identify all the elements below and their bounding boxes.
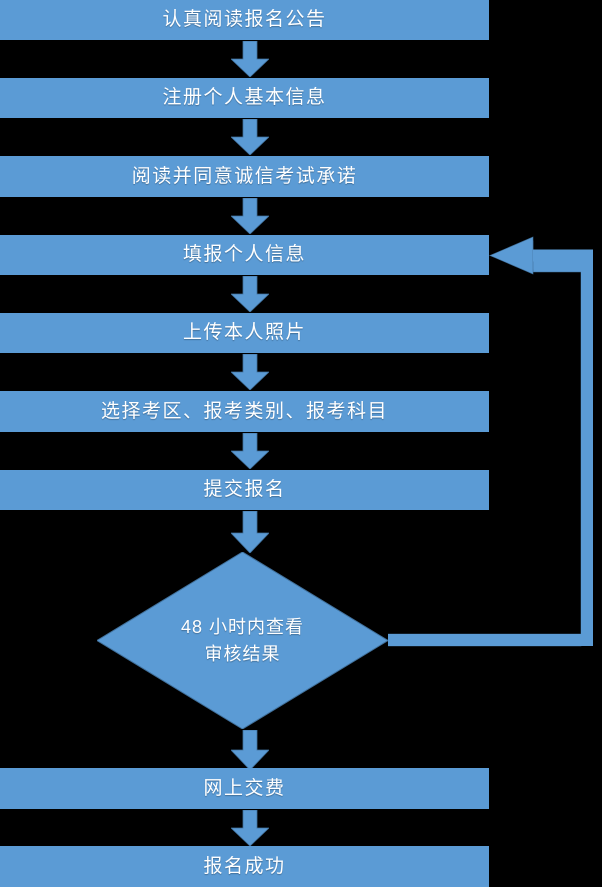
connector-c3-arrow-down-icon [231, 198, 269, 234]
connector-loop-elbow-arrow-left-icon [388, 236, 602, 651]
connector-c8-arrow-down-icon [231, 730, 269, 770]
node-register-basic-info[interactable]: 注册个人基本信息 [0, 78, 489, 118]
node-label: 报名成功 [203, 855, 286, 877]
node-label: 阅读并同意诚信考试承诺 [131, 165, 358, 187]
node-online-payment[interactable]: 网上交费 [0, 768, 489, 809]
connector-c9-arrow-down-icon [231, 810, 269, 846]
node-agree-integrity[interactable]: 阅读并同意诚信考试承诺 [0, 156, 489, 197]
connector-c2-arrow-down-icon [231, 119, 269, 155]
connector-c5-arrow-down-icon [231, 354, 269, 390]
connector-c1-arrow-down-icon [231, 41, 269, 77]
node-fill-personal-info[interactable]: 填报个人信息 [0, 235, 489, 275]
node-label: 选择考区、报考类别、报考科目 [100, 400, 388, 422]
connector-c6-arrow-down-icon [231, 433, 269, 469]
node-label: 上传本人照片 [182, 322, 306, 344]
node-label: 填报个人信息 [182, 244, 306, 266]
connector-c7-arrow-down-icon [231, 511, 269, 553]
node-label: 认真阅读报名公告 [162, 9, 327, 31]
node-registration-done[interactable]: 报名成功 [0, 846, 489, 887]
node-read-announcement[interactable]: 认真阅读报名公告 [0, 0, 489, 40]
node-check-audit-result[interactable]: 48 小时内查看 审核结果 [97, 552, 388, 729]
connector-c4-arrow-down-icon [231, 276, 269, 312]
node-submit-registration[interactable]: 提交报名 [0, 470, 489, 510]
node-label: 网上交费 [203, 777, 286, 799]
node-choose-exam-area[interactable]: 选择考区、报考类别、报考科目 [0, 391, 489, 432]
node-label: 提交报名 [203, 479, 286, 501]
node-upload-photo[interactable]: 上传本人照片 [0, 313, 489, 353]
node-label: 注册个人基本信息 [162, 87, 327, 109]
